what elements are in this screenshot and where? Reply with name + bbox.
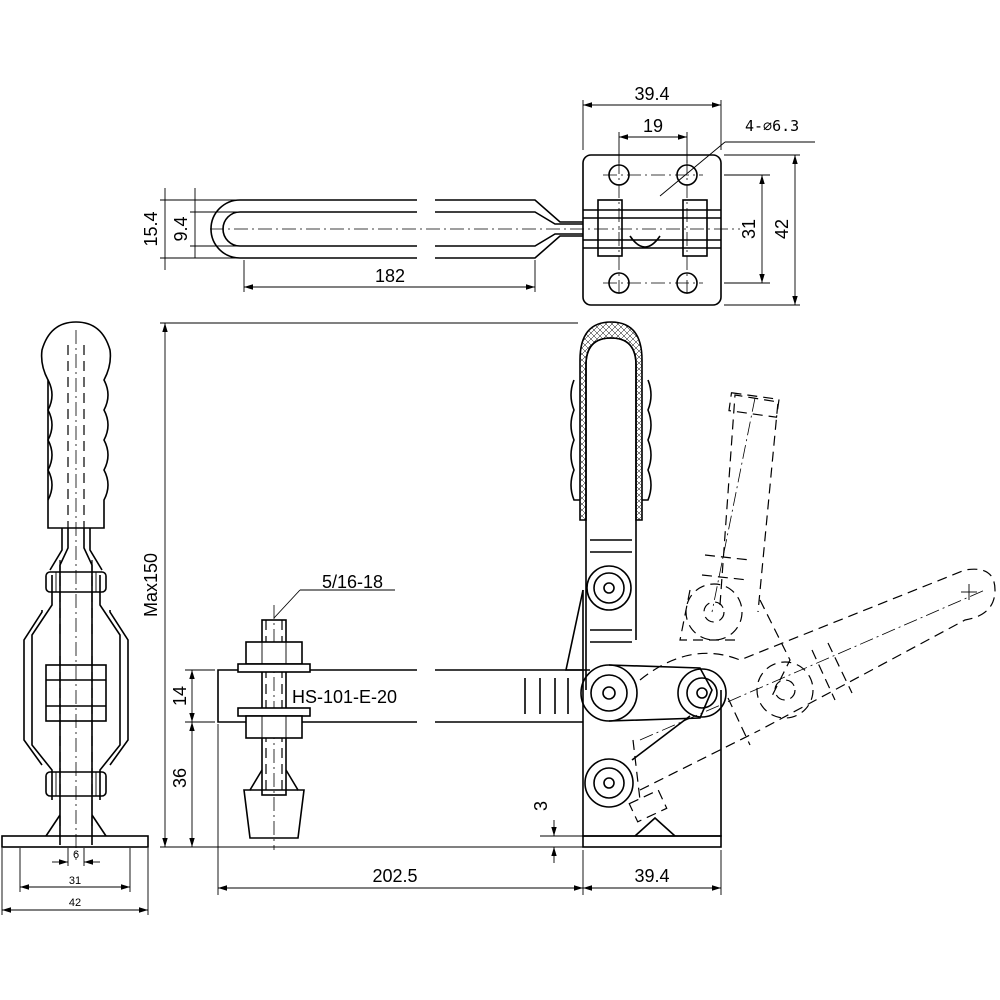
top-dimensions <box>160 100 815 306</box>
dim-max-height: Max150 <box>141 553 161 617</box>
dim-side-inner: 31 <box>69 875 81 887</box>
top-view: 39.4 19 4-∅6.3 31 42 15.4 9.4 182 <box>141 84 815 306</box>
front-dimensions <box>160 322 722 895</box>
front-base <box>582 835 722 848</box>
open-position <box>628 392 996 823</box>
dim-spindle-thread: 5/16-18 <box>322 572 383 592</box>
dim-holes: 4-∅6.3 <box>745 117 799 135</box>
dim-hole-spacing: 19 <box>643 116 663 136</box>
dim-handle-length: 182 <box>375 266 405 286</box>
dim-arm-height: 36 <box>170 768 190 788</box>
dim-handle-inner: 9.4 <box>171 216 191 241</box>
side-base <box>1 835 149 848</box>
side-view <box>1 321 149 915</box>
clamp-arm <box>217 669 583 723</box>
dim-side-center: 6 <box>73 849 79 861</box>
dim-base-inner: 31 <box>739 219 759 239</box>
dim-gap: 3 <box>531 801 551 811</box>
top-linkage <box>583 199 721 257</box>
top-handle <box>210 199 740 259</box>
front-view <box>160 321 996 895</box>
front-grip <box>579 321 643 521</box>
dim-side-outer: 42 <box>69 897 81 909</box>
spindle <box>237 605 311 850</box>
front-body <box>582 590 722 837</box>
dim-base-width: 39.4 <box>634 866 669 886</box>
dim-base-height: 42 <box>772 219 792 239</box>
model-label: HS-101-E-20 <box>292 687 397 707</box>
dim-arm-thickness: 14 <box>170 686 190 706</box>
dim-handle-outer: 15.4 <box>141 211 161 246</box>
side-grip <box>40 321 112 529</box>
mount-holes <box>603 160 703 298</box>
dim-top-width: 39.4 <box>634 84 669 104</box>
top-base-plate <box>582 154 722 306</box>
dim-reach: 202.5 <box>372 866 417 886</box>
